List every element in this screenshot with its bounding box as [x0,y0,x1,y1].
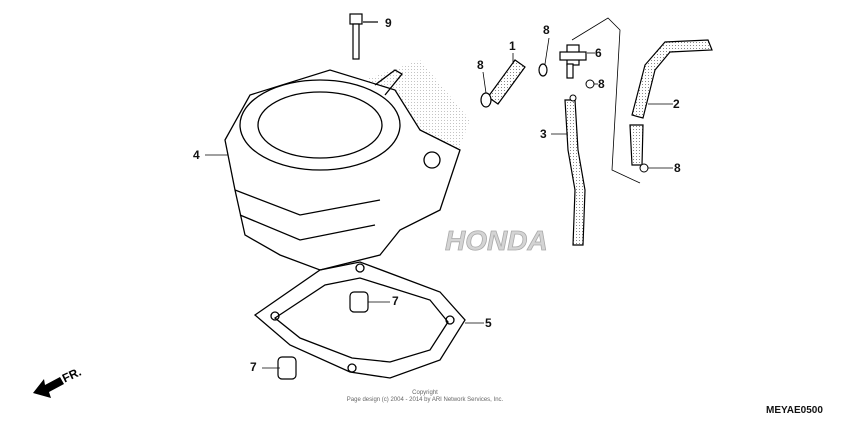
callout-4: 4 [193,148,200,162]
bolt [349,13,378,60]
diagram-code: MEYAE0500 [766,405,823,416]
callout-3: 3 [540,127,547,141]
callout-1: 1 [509,39,516,53]
dowel-pins [277,291,369,380]
gasket [253,261,466,379]
copyright-line-2: Page design (c) 2004 - 2014 by ARI Netwo… [346,397,504,403]
callout-6: 6 [595,46,602,60]
joint-pipe [480,59,548,108]
hose-clips [569,79,649,173]
callout-9: 9 [385,16,392,30]
cylinder [224,69,461,271]
leader-lines [205,17,673,369]
honda-watermark: HONDA [445,225,548,256]
three-way-joint [559,44,587,79]
callout-8: 8 [598,77,605,91]
front-arrow-icon [33,377,64,398]
callout-7: 7 [392,294,399,308]
hose-2 [629,39,713,166]
hose-3 [564,99,586,246]
callout-5: 5 [485,316,492,330]
callout-8: 8 [674,161,681,175]
callout-2: 2 [673,97,680,111]
copyright-line-1: Copyright [412,390,438,396]
callout-8: 8 [543,23,550,37]
callout-7: 7 [250,360,257,374]
callout-8: 8 [477,58,484,72]
